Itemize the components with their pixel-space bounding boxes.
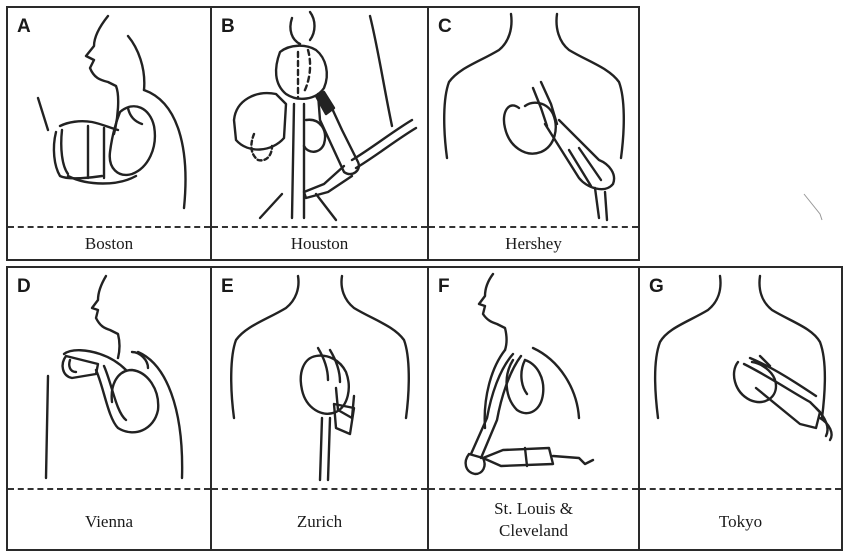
pump-illustration-zurich [212, 268, 427, 490]
pump-illustration-st-louis-cleveland [429, 268, 638, 490]
dashed-divider [640, 488, 841, 490]
dashed-divider [429, 226, 638, 228]
panel-caption: Houston [212, 233, 427, 255]
dashed-divider [8, 488, 210, 490]
panel-f: F St. Louis & Cleveland [427, 266, 640, 551]
dashed-divider [212, 488, 427, 490]
panel-letter: E [221, 276, 234, 298]
panel-caption: Tokyo [640, 511, 841, 533]
pump-illustration-hershey [429, 8, 638, 228]
panel-c: C Hershey [427, 6, 640, 261]
panel-caption: Vienna [8, 511, 210, 533]
panel-b: B Houston [210, 6, 429, 261]
panel-letter: D [17, 276, 31, 298]
pump-illustration-vienna [8, 268, 210, 490]
panel-g: G Tokyo [638, 266, 843, 551]
panel-letter: F [438, 276, 450, 298]
dashed-divider [429, 488, 638, 490]
dashed-divider [212, 226, 427, 228]
panel-a: A Boston [6, 6, 212, 261]
panel-caption: Zurich [212, 511, 427, 533]
panel-caption: St. Louis & Cleveland [429, 498, 638, 542]
pump-illustration-boston [8, 8, 210, 228]
scan-speck [800, 190, 830, 230]
panel-d: D Vienna [6, 266, 212, 551]
panel-letter: G [649, 276, 664, 298]
dashed-divider [8, 226, 210, 228]
panel-letter: C [438, 16, 452, 38]
panel-e: E Zurich [210, 266, 429, 551]
panel-caption: Hershey [429, 233, 638, 255]
pump-illustration-tokyo [640, 268, 841, 490]
panel-letter: B [221, 16, 235, 38]
panel-letter: A [17, 16, 31, 38]
pump-illustration-houston [212, 8, 427, 228]
panel-caption: Boston [8, 233, 210, 255]
